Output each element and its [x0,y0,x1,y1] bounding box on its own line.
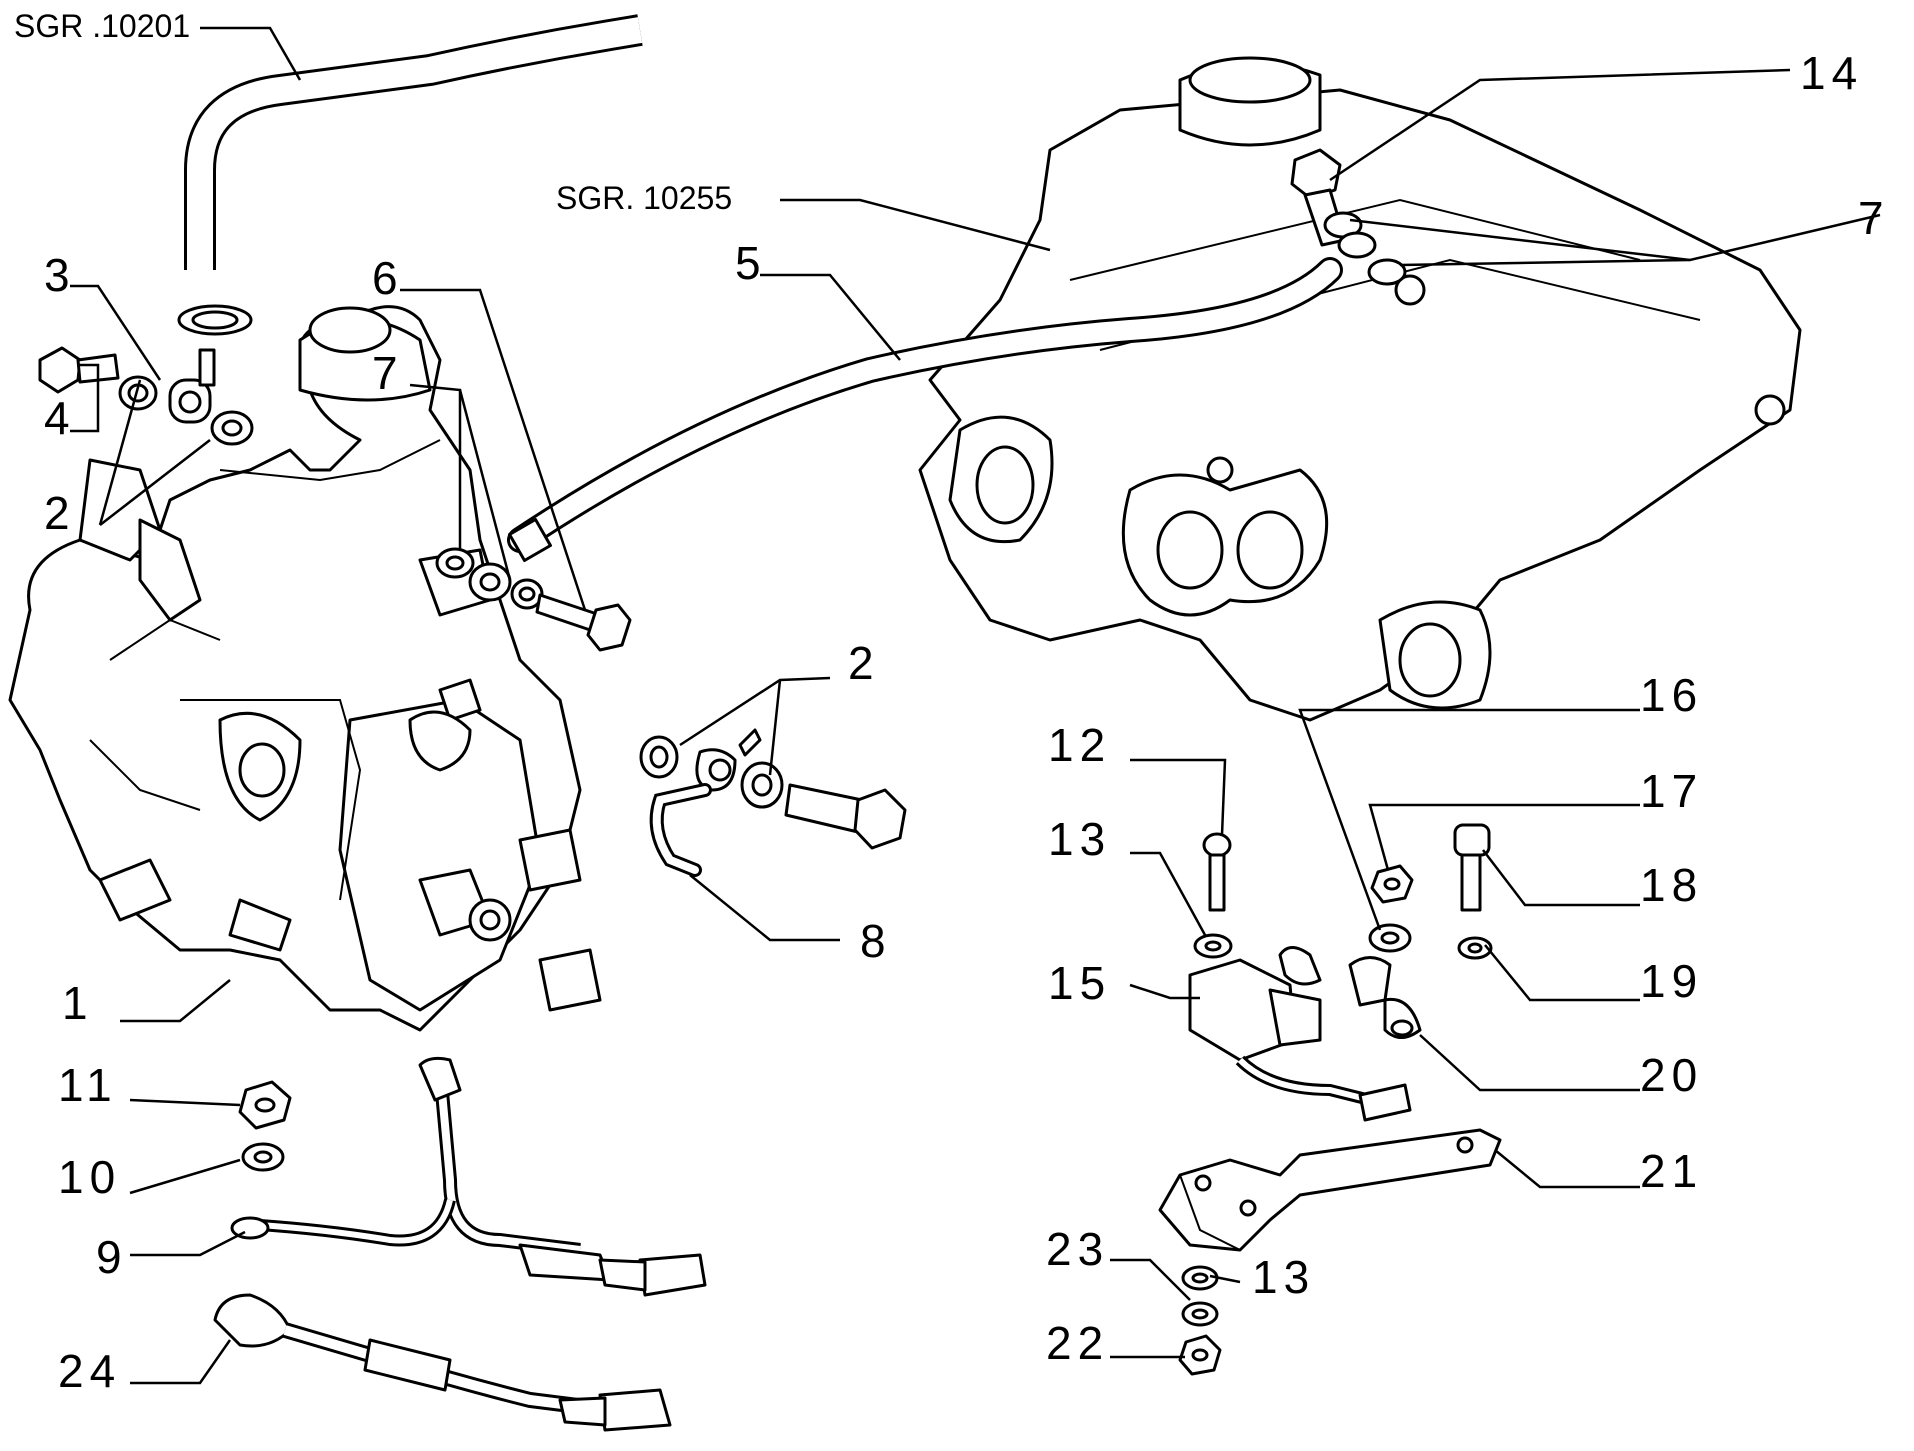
callout-16: 16 [1640,669,1704,721]
callout-4: 4 [44,392,76,444]
nut-22 [1178,1334,1222,1376]
callout-2-upper: 2 [44,487,76,539]
callout-19: 19 [1640,955,1704,1007]
washer-13-upper [1193,933,1233,959]
callout-15: 15 [1048,957,1112,1009]
callout-3: 3 [44,249,76,301]
hose-reference-label: SGR .10201 [14,8,191,44]
callout-13-lower: 13 [1252,1251,1316,1303]
washer-13-lower [1181,1265,1219,1291]
callout-24: 24 [58,1345,122,1397]
callout-17: 17 [1640,765,1704,817]
washer-19 [1457,936,1493,960]
pipe-reference-label: SGR. 10255 [556,180,733,216]
screw-18 [1453,823,1491,912]
fuel-hose [177,14,643,336]
injection-pump-1 [8,305,602,1032]
callout-5: 5 [735,237,767,289]
clamp-20 [1348,956,1422,1039]
callout-1: 1 [62,977,94,1029]
callout-13-upper: 13 [1048,813,1112,865]
callout-9: 9 [96,1231,128,1283]
washer-23 [1181,1301,1219,1327]
nut-11 [238,1080,292,1130]
bolt-6 [535,593,632,652]
callout-7-right: 7 [1858,192,1890,244]
pipe-8 [639,728,907,877]
intake-manifold [918,56,1802,722]
leader-lines [70,26,1881,1385]
callout-7-left: 7 [372,347,404,399]
washers-7-left [435,547,544,610]
callout-20: 20 [1640,1049,1704,1101]
wire-harness-9 [230,1056,707,1297]
nut-17 [1370,864,1414,904]
banjo-fitting-3 [38,346,254,446]
washer-16 [1368,923,1412,953]
callout-23: 23 [1046,1223,1110,1275]
callout-12: 12 [1048,719,1112,771]
callout-6: 6 [372,252,404,304]
callout-2-lower: 2 [848,637,880,689]
callout-10: 10 [58,1151,122,1203]
switch-15 [1188,946,1412,1122]
callout-18: 18 [1640,859,1704,911]
callout-8: 8 [860,915,892,967]
callout-14: 14 [1800,47,1864,99]
screw-12 [1202,832,1232,912]
wire-harness-24 [213,1293,672,1432]
washer-10 [241,1142,285,1172]
callout-11: 11 [58,1059,118,1111]
callout-22: 22 [1046,1317,1110,1369]
bolt-14 [1290,148,1407,286]
bracket-21 [1158,1128,1502,1252]
callout-21: 21 [1640,1145,1704,1197]
pipe-5 [507,257,1343,562]
